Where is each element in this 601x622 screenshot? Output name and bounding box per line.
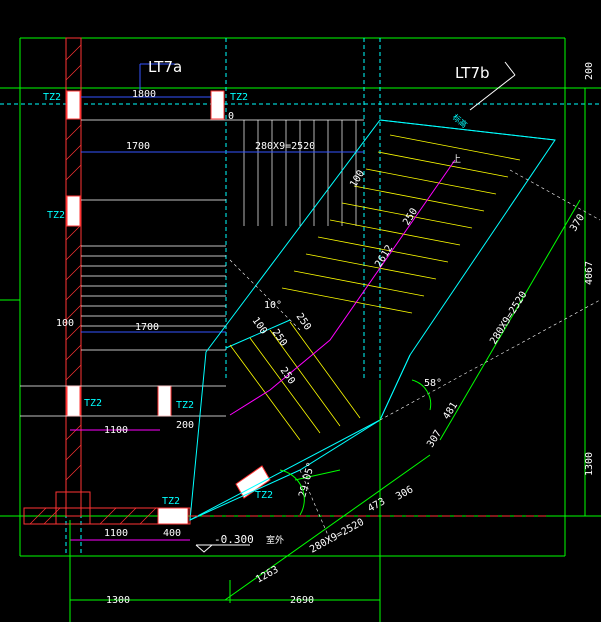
- tz-labels: TZ2 TZ2 TZ2 TZ2 TZ2 TZ2 TZ2: [43, 92, 273, 507]
- leader-line-2: [504, 61, 516, 76]
- dim-1300-right: 1300: [584, 452, 595, 476]
- tz-label: TZ2: [255, 490, 273, 501]
- dim-100-left: 100: [56, 318, 74, 329]
- dim-1100-b: 1100: [104, 528, 128, 539]
- angle-2905: 29.05°: [297, 461, 317, 499]
- dim-1100-a: 1100: [104, 425, 128, 436]
- ref-marker: 标高: [451, 112, 470, 130]
- leader-line: [469, 74, 516, 111]
- tz-label: TZ2: [230, 92, 248, 103]
- dim-steps-diag-1: 280X9=2520: [488, 290, 529, 347]
- dim-0: 0: [228, 111, 234, 122]
- tz-label: TZ2: [84, 398, 102, 409]
- dim-200-right: 200: [584, 62, 595, 80]
- dim-1263: 1263: [254, 564, 280, 585]
- dim-250-a: 250: [401, 206, 420, 227]
- tz-label: TZ2: [47, 210, 65, 221]
- top-flight-treads: [243, 120, 357, 226]
- up-marker: 上: [452, 154, 461, 165]
- dim-1700-mid: 1700: [135, 322, 159, 333]
- elevation-marker: -0.300 室外: [195, 533, 284, 553]
- angle-arc-2: [279, 469, 305, 516]
- tz-label: TZ2: [176, 400, 194, 411]
- outdoor-label: 室外: [266, 534, 284, 546]
- angle-10: 10°: [264, 300, 282, 311]
- dim-1700-top: 1700: [126, 141, 150, 152]
- diagonal-treads: [229, 134, 521, 441]
- dim-100-b: 100: [250, 315, 269, 336]
- construction-lines: [229, 169, 601, 541]
- dim-2690: 2690: [290, 595, 314, 606]
- green-dims: [69, 88, 586, 622]
- dim-250-b: 250: [294, 311, 313, 332]
- dim-1800: 1800: [132, 89, 156, 100]
- dim-2612: 2612: [373, 243, 395, 269]
- columns: [66, 90, 271, 525]
- dim-400: 400: [163, 528, 181, 539]
- dim-307: 307: [425, 428, 444, 449]
- angle-arc: [411, 379, 432, 411]
- title-lt7b: LT7b: [455, 64, 490, 82]
- dim-250-d: 250: [278, 365, 297, 386]
- dim-1300-bottom: 1300: [106, 595, 130, 606]
- dim-steps-top: 280X9=2520: [255, 141, 315, 152]
- dim-473: 473: [366, 496, 387, 514]
- tz-label: TZ2: [43, 92, 61, 103]
- angle-58: 58°: [424, 378, 442, 389]
- dim-steps-diag-2: 280X9=2520: [308, 517, 366, 556]
- angle-labels: 10° 58° 29.05°: [264, 300, 442, 499]
- dim-306: 306: [394, 484, 415, 502]
- tz-label: TZ2: [162, 496, 180, 507]
- dim-4067: 4067: [584, 261, 595, 285]
- dim-200-side: 200: [176, 420, 194, 431]
- blue-dims: [81, 63, 364, 333]
- left-wall: [23, 37, 191, 525]
- dim-250-c: 250: [270, 327, 289, 348]
- diagonal-stair-outline: [189, 119, 556, 521]
- title-lt7a: LT7a: [148, 58, 182, 76]
- landing-lines: [20, 119, 364, 417]
- left-flight-treads: [81, 245, 226, 327]
- elevation-value: -0.300: [214, 533, 254, 546]
- centerline: [70, 159, 456, 541]
